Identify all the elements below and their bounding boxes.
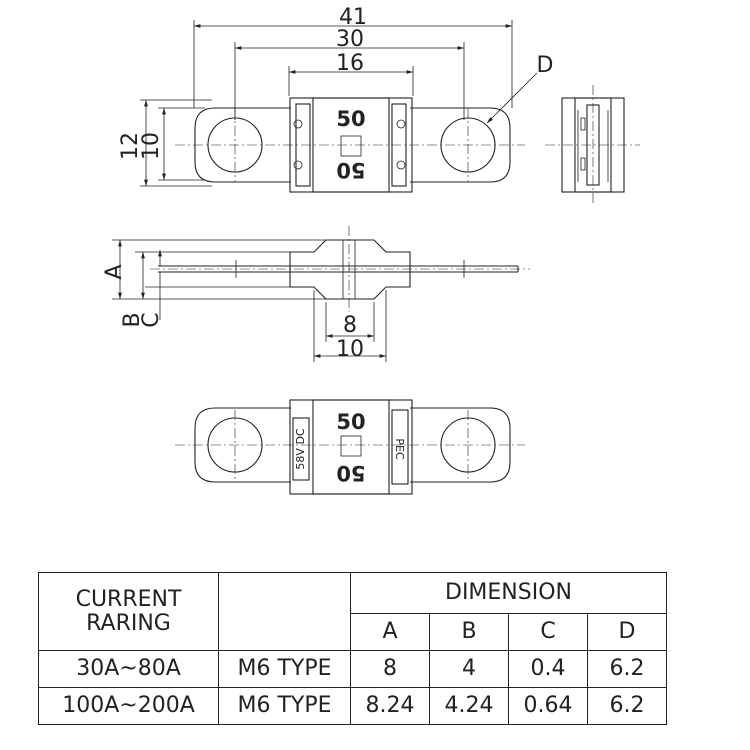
header-current-line1: CURRENT: [75, 587, 182, 613]
dim-side-c: C: [139, 312, 164, 327]
dim-hole-spacing: 30: [336, 27, 364, 52]
header-type-blank: [218, 572, 351, 651]
row-value-c: 0.64: [508, 687, 588, 725]
column-header-a: A: [350, 613, 430, 651]
dim-overall-length: 41: [339, 5, 367, 30]
dim-side-a: A: [102, 264, 127, 279]
dim-side-b: B: [120, 312, 145, 327]
rating-label-top-inverted: 50: [336, 158, 365, 182]
rating-label-top: 50: [336, 107, 365, 131]
row-value-d: 6.2: [587, 650, 667, 688]
row-current: 30A~80A: [38, 650, 219, 688]
row-value-d: 6.2: [587, 687, 667, 725]
side-view: A B C 8 10: [102, 226, 530, 362]
row-current: 100A~200A: [38, 687, 219, 725]
end-view: [545, 85, 640, 205]
dim-hole-label: D: [537, 53, 554, 78]
dim-height-outer: 12: [118, 132, 143, 160]
row-value-a: 8.24: [350, 687, 430, 725]
bottom-view: 50 50 58V DC PEC: [175, 399, 525, 495]
fuse-dimension-drawing: 41 30 16 12 10 50 50: [102, 5, 640, 495]
row-value-b: 4: [429, 650, 509, 688]
row-value-c: 0.4: [508, 650, 588, 688]
column-header-c: C: [508, 613, 588, 651]
dim-body-outer: 10: [336, 337, 364, 362]
voltage-mark: 58V DC: [294, 428, 307, 469]
table-row: 100A~200A M6 TYPE 8.24 4.24 0.64 6.2: [38, 687, 667, 725]
header-dimension: DIMENSION: [350, 572, 667, 614]
row-value-a: 8: [350, 650, 430, 688]
dim-height-inner: 10: [139, 132, 164, 160]
header-current-line2: RARING: [86, 610, 171, 636]
table-row: 30A~80A M6 TYPE 8 4 0.4 6.2: [38, 650, 667, 688]
rating-label-bottom: 50: [336, 410, 365, 434]
row-value-b: 4.24: [429, 687, 509, 725]
column-header-d: D: [587, 613, 667, 651]
row-type: M6 TYPE: [218, 650, 351, 688]
dimension-table: CURRENT RARING DIMENSION A B C D 30A~80A…: [38, 572, 667, 725]
top-view: 41 30 16 12 10 50 50: [118, 5, 554, 193]
column-header-b: B: [429, 613, 509, 651]
dim-body-inner: 8: [343, 313, 357, 338]
rating-label-bottom-inverted: 50: [336, 461, 365, 485]
dim-body-length: 16: [336, 51, 364, 76]
row-type: M6 TYPE: [218, 687, 351, 725]
brand-mark: PEC: [393, 438, 406, 460]
header-current-rating: CURRENT RARING: [38, 572, 219, 651]
